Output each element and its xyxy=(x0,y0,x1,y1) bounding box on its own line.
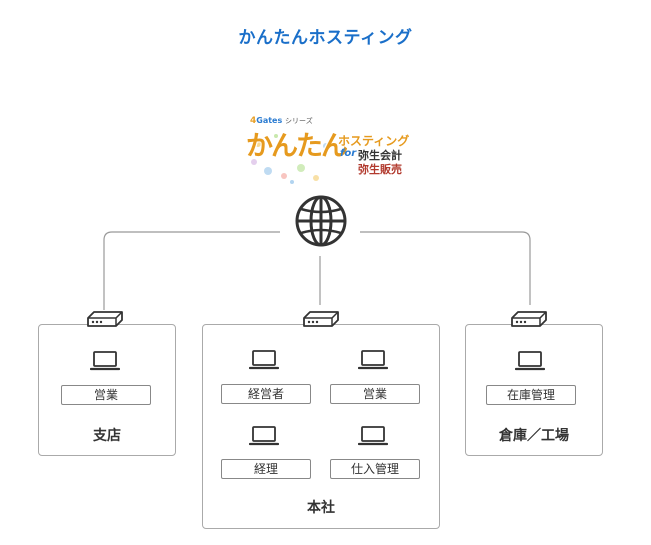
logo-dots xyxy=(251,134,329,184)
laptop-icon xyxy=(358,350,388,370)
router-icon xyxy=(87,311,123,327)
logo-series-text: 4Gates シリーズ xyxy=(250,116,313,126)
device-label-accounting: 経理 xyxy=(221,459,311,479)
globe-icon xyxy=(295,195,347,247)
device-label-purchasing: 仕入管理 xyxy=(330,459,420,479)
line-branch xyxy=(103,231,280,310)
page-title: かんたんホスティング xyxy=(238,28,413,48)
office-name-branch: 支店 xyxy=(93,428,121,444)
laptop-icon xyxy=(249,426,279,446)
logo-hosting-text: ホスティング xyxy=(338,134,410,148)
device-label-inventory: 在庫管理 xyxy=(486,385,576,405)
router-icon xyxy=(303,311,339,327)
device-label-branch-sales: 営業 xyxy=(61,385,151,405)
device-label-executive: 経営者 xyxy=(221,384,311,404)
office-head xyxy=(202,324,440,529)
laptop-icon xyxy=(358,426,388,446)
office-name-head: 本社 xyxy=(307,500,335,516)
logo-product-sales: 弥生販売 xyxy=(358,163,402,176)
office-name-warehouse: 倉庫／工場 xyxy=(499,428,569,444)
logo-kantan-text: かんたん xyxy=(246,131,348,162)
laptop-icon xyxy=(249,350,279,370)
line-warehouse xyxy=(360,231,531,305)
router-icon xyxy=(511,311,547,327)
laptop-icon xyxy=(90,351,120,371)
logo-product-accounting: 弥生会計 xyxy=(358,149,402,162)
kantan-hosting-logo: 4Gates シリーズ かんたん ホスティング for 弥生会計 弥生販売 xyxy=(246,116,412,188)
logo-for-text: for xyxy=(340,148,357,159)
device-label-head-sales: 営業 xyxy=(330,384,420,404)
laptop-icon xyxy=(515,351,545,371)
